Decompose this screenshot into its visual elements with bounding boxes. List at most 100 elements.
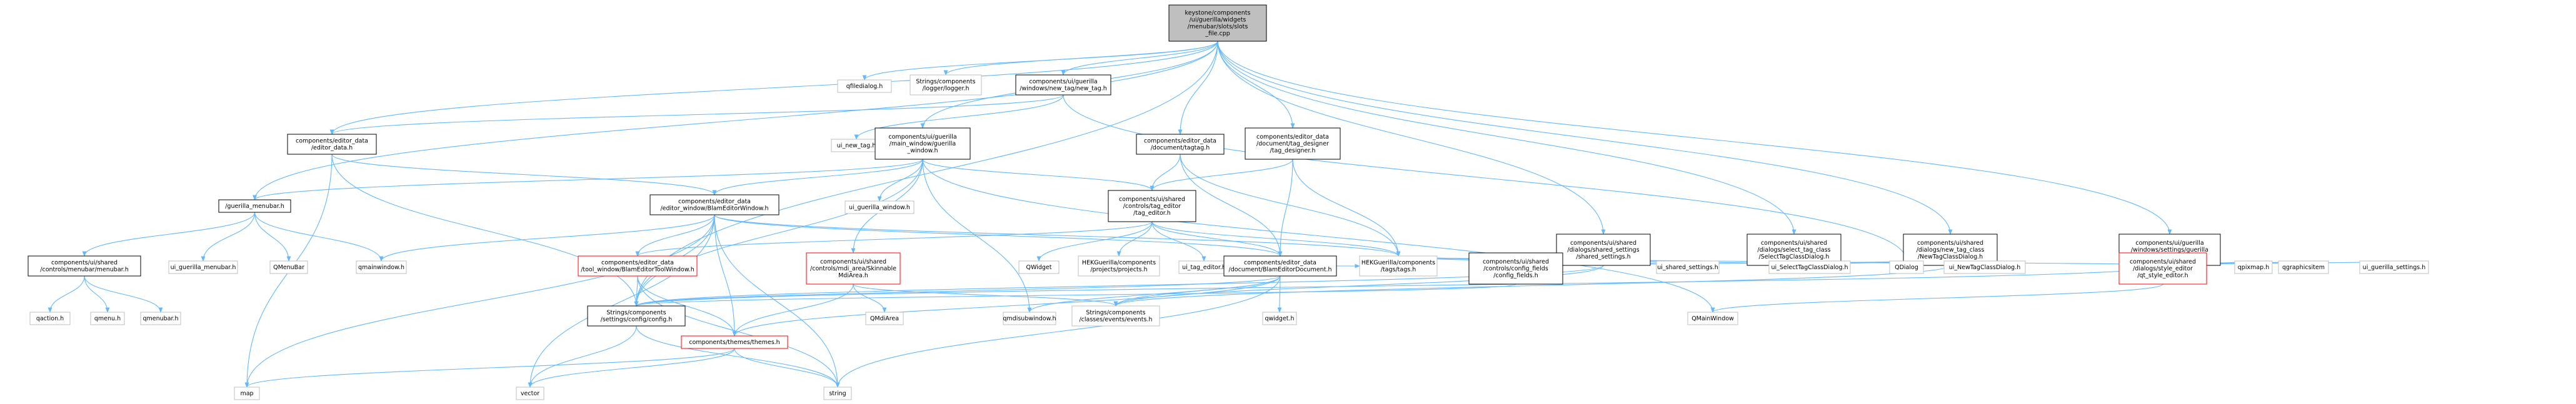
edge-root-to-tagtag (1180, 41, 1218, 134)
node-label-line: /windows/settings/guerilla (2131, 247, 2208, 254)
node-blamwindow[interactable]: components/editor_data/editor_window/Bla… (649, 194, 779, 215)
node-configfields[interactable]: components/ui/shared/controls/config_fie… (1468, 252, 1563, 285)
node-box (1262, 312, 1297, 325)
edge-layer (50, 41, 2394, 388)
edge-tageditor-to-uitageditor (1151, 221, 1204, 262)
node-tageditor[interactable]: components/ui/shared/controls/tag_editor… (1108, 190, 1196, 222)
node-sharedsettings[interactable]: components/ui/shared/dialogs/shared_sett… (1556, 234, 1651, 266)
node-selecttag[interactable]: components/ui/shared/dialogs/select_tag_… (1747, 234, 1842, 266)
node-label-line: components/ui/guerilla (2135, 240, 2203, 247)
node-logger[interactable]: Strings/components/logger/logger.h (910, 74, 982, 96)
node-skinnable[interactable]: components/ui/shared/controls/mdi_area/S… (806, 252, 901, 285)
node-qmdiarea[interactable]: QMdiArea (865, 312, 904, 325)
edge-mainwindow-to-uiguerillawindow (880, 159, 923, 201)
node-box (910, 74, 982, 96)
node-box (823, 387, 852, 400)
node-newtagclass[interactable]: components/ui/shared/dialogs/new_tag_cla… (1903, 234, 1998, 266)
node-events[interactable]: Strings/components/classes/events/events… (1071, 305, 1160, 327)
node-uiguerillawindow[interactable]: ui_guerilla_window.h (844, 200, 915, 214)
node-label-line: qmenu.h (94, 315, 121, 322)
node-blamdoc[interactable]: components/editor_data/document/BlamEdit… (1223, 255, 1337, 277)
node-themes[interactable]: components/themes/themes.h (681, 335, 788, 349)
node-tagdesigner[interactable]: components/editor_data/document/tag_desi… (1245, 127, 1341, 160)
node-label-line: components/ui/shared (2130, 259, 2196, 265)
node-box (1747, 234, 1842, 266)
node-styleeditor[interactable]: components/ui/shared/dialogs/style_edito… (2118, 252, 2207, 285)
node-newtag[interactable]: components/ui/guerilla/windows/new_tag/n… (1015, 74, 1111, 96)
edge-editordata-to-config (331, 154, 636, 306)
node-string[interactable]: string (823, 387, 852, 400)
node-box (806, 252, 901, 285)
node-box (1656, 260, 1720, 274)
node-vector[interactable]: vector (516, 387, 544, 400)
node-qmdisubwindow[interactable]: qmdisubwindow.h (1003, 312, 1056, 325)
node-box (2234, 260, 2273, 274)
node-qmainwindowh[interactable]: qmainwindow.h (356, 260, 407, 274)
node-qwidgetc[interactable]: QWidget (1018, 260, 1060, 274)
node-label-line: ui_NewTagClassDialog.h (1949, 264, 2021, 271)
edge-config-to-vector (530, 325, 637, 387)
node-label-line: /dialogs/new_tag_class (1917, 247, 1985, 254)
edge-blamwindow-to-map (247, 214, 715, 387)
node-label-line: HEKGuerilla/components (1082, 260, 1156, 267)
node-root[interactable]: keystone/components/ui/guerilla/widgets/… (1168, 4, 1267, 42)
node-label-line: /controls/tag_editor (1123, 203, 1181, 210)
node-uitageditor[interactable]: ui_tag_editor.h (1178, 260, 1230, 274)
node-qmenubar[interactable]: qmenubar.h (140, 312, 181, 325)
edge-root-to-selecttag (1217, 41, 1794, 234)
node-tagtag[interactable]: components/editor_data/document/tagtag.h (1136, 134, 1225, 155)
node-projects[interactable]: HEKGuerilla/components/projects/projects… (1078, 255, 1160, 277)
node-label-line: /classes/events/events.h (1079, 317, 1152, 323)
edge-root-to-tagdesigner (1217, 41, 1293, 128)
node-label-line: /document/tagtag.h (1151, 145, 1210, 152)
node-box (1889, 260, 1924, 274)
node-label-line: map (240, 390, 253, 397)
node-box (649, 194, 779, 215)
node-guerillamenubar[interactable]: /guerilla_menubar.h (218, 199, 291, 213)
node-label-line: Strings/components (1086, 310, 1145, 317)
node-toolwindow[interactable]: components/editor_data/tool_window/BlamE… (578, 255, 698, 277)
node-uiselecttag[interactable]: ui_SelectTagClassDialog.h (1768, 260, 1851, 274)
node-label-line: qmenubar.h (143, 315, 178, 322)
node-uinewtagclass[interactable]: ui_NewTagClassDialog.h (1943, 260, 2026, 274)
node-qdialog[interactable]: QDialog (1889, 260, 1924, 274)
node-menubarh[interactable]: components/ui/shared/controls/menubar/me… (28, 255, 141, 277)
node-label-line: /dialogs/shared_settings (1567, 247, 1639, 254)
node-box (234, 387, 260, 400)
node-mainwindow[interactable]: components/ui/guerilla/main_window/gueri… (875, 127, 971, 160)
node-label-line: components/ui/shared (1483, 259, 1549, 265)
node-qpixmap[interactable]: qpixmap.h (2234, 260, 2273, 274)
node-map[interactable]: map (234, 387, 260, 400)
edge-toolwindow-to-themes (637, 275, 734, 336)
edge-guerillamenubar-to-qmenubarh (254, 212, 289, 261)
node-qmenu[interactable]: qmenu.h (90, 312, 125, 325)
edge-newtag-to-editordata (332, 94, 1064, 135)
node-qfiledialog[interactable]: qfiledialog.h (837, 79, 892, 93)
node-config[interactable]: Strings/components/settings/config/confi… (587, 305, 686, 327)
node-uinewtag[interactable]: ui_new_tag.h (831, 139, 882, 152)
node-qaction[interactable]: qaction.h (29, 312, 71, 325)
node-qmainwindow[interactable]: QMainWindow (1687, 312, 1738, 325)
node-box (1768, 260, 1851, 274)
node-label-line: components/editor_data (1144, 138, 1216, 145)
edge-guerillamenubar-to-menubarh (84, 212, 256, 257)
node-qgraphicsitem[interactable]: qgraphicsitem (2278, 260, 2329, 274)
node-uisharedsettings[interactable]: ui_shared_settings.h (1656, 260, 1720, 274)
node-label-line: /tag_editor.h (1133, 210, 1171, 217)
edge-config-to-string (636, 325, 838, 387)
node-box (28, 255, 141, 277)
node-box (1071, 305, 1160, 327)
node-box (1223, 255, 1337, 277)
edge-menubarh-to-qmenu (84, 275, 108, 312)
node-label-line: /menubar/slots/slots (1188, 24, 1248, 31)
node-label-line: components/editor_data (1256, 134, 1329, 140)
node-qwidget[interactable]: qwidget.h (1262, 312, 1297, 325)
node-tags[interactable]: HEKGuerilla/components/tags/tags.h (1359, 255, 1438, 277)
node-box (168, 260, 238, 274)
edge-tageditor-to-toolwindow (638, 221, 1153, 257)
node-label-line: qwidget.h (1265, 315, 1294, 322)
node-uiguerillasettings[interactable]: ui_guerilla_settings.h (2359, 260, 2429, 274)
node-uiguerillamenubar[interactable]: ui_guerilla_menubar.h (168, 260, 238, 274)
node-editordata[interactable]: components/editor_data/editor_data.h (287, 134, 377, 155)
node-qmenubarh[interactable]: QMenuBar (269, 260, 308, 274)
